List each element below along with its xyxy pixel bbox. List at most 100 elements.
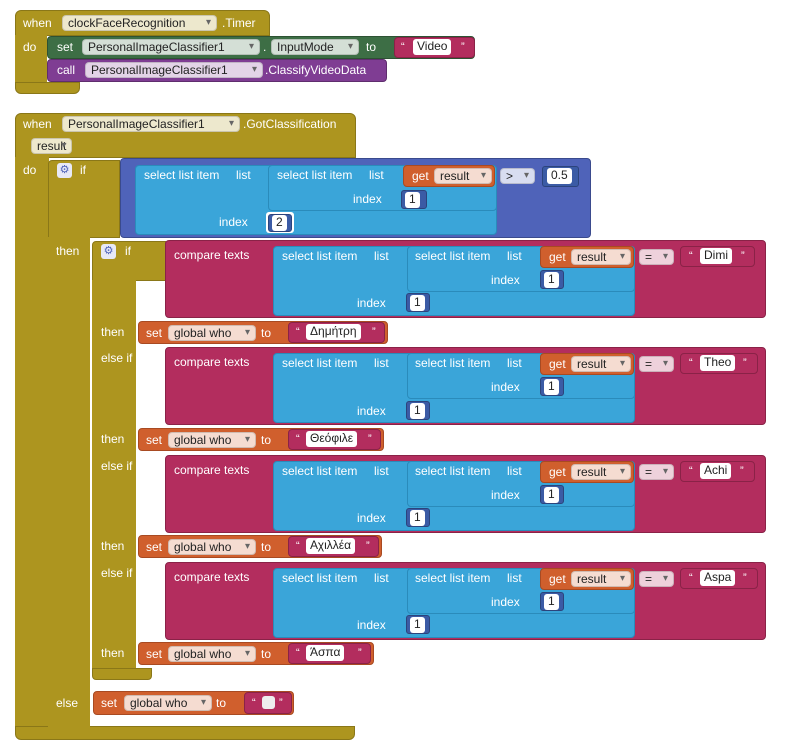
number-one-field[interactable]: 1 [410,295,425,311]
set-label: set [146,647,163,661]
timer-event-name: .Timer [222,16,256,30]
select-list-item-label: select list item [282,464,358,478]
then-label: then [56,244,80,258]
result-variable-dropdown[interactable]: result [571,571,631,587]
get-label: get [549,357,566,371]
number-one-field[interactable]: 1 [410,617,425,633]
compare-operator-dropdown[interactable]: > [500,168,535,184]
value-text-field[interactable]: Άσπα [306,645,345,661]
select-list-item-label: select list item [282,571,358,585]
else-if-label: else if [101,566,133,580]
gc-component-dropdown[interactable]: PersonalImageClassifier1 [62,116,240,132]
empty-text-field[interactable] [262,696,275,709]
value-text-field[interactable]: Θεόφιλε [306,431,358,447]
list-label: list [374,571,389,585]
name-text-field[interactable]: Achi [700,463,732,479]
inner-if-label: if [125,244,131,258]
to-label: to [261,326,272,340]
else-label: else [56,696,79,710]
open-quote-icon: “ [401,41,405,53]
gear-icon[interactable]: ⚙ [57,163,72,178]
result-variable-dropdown[interactable]: result [571,249,631,265]
equals-operator-dropdown[interactable]: = [639,464,674,480]
set-label: set [57,40,74,54]
equals-operator-dropdown[interactable]: = [639,356,674,372]
index-label: index [491,488,520,502]
global-who-dropdown[interactable]: global who [168,646,256,662]
compare-texts-label: compare texts [174,463,250,477]
open-quote-icon: “ [689,572,693,584]
video-text-field[interactable]: Video [413,39,452,55]
close-quote-icon: ” [279,697,283,709]
set-component-dropdown[interactable]: PersonalImageClassifier1 [82,39,260,55]
index-label: index [353,192,382,206]
global-who-dropdown[interactable]: global who [168,539,256,555]
result-param[interactable]: result [31,138,73,154]
gc-when-label: when [23,117,52,131]
open-quote-icon: “ [296,540,300,552]
timer-event-spine [15,35,47,83]
close-quote-icon: ” [368,433,372,445]
index-label: index [491,595,520,609]
threshold-field[interactable]: 0.5 [547,168,572,184]
result-variable-dropdown[interactable]: result [434,168,492,184]
then-label: then [101,432,125,446]
name-text-field[interactable]: Aspa [700,570,736,586]
close-quote-icon: ” [358,647,362,659]
open-quote-icon: “ [689,357,693,369]
select-list-item-label: select list item [282,356,358,370]
to-label: to [261,540,272,554]
gc-do-label: do [23,163,37,177]
get-label: get [549,465,566,479]
number-two-field[interactable]: 2 [272,215,287,231]
index-label: index [491,380,520,394]
gc-event-footer [15,726,355,740]
list-label: list [374,356,389,370]
result-variable-dropdown[interactable]: result [571,464,631,480]
compare-texts-label: compare texts [174,355,250,369]
get-label: get [549,250,566,264]
inner-if-spine [92,280,136,672]
number-one-field[interactable]: 1 [405,192,420,208]
index-label: index [491,273,520,287]
timer-component-dropdown[interactable]: clockFaceRecognition [62,15,217,31]
set-label: set [146,326,163,340]
equals-operator-dropdown[interactable]: = [639,249,674,265]
value-text-field[interactable]: Αχιλλέα [306,538,356,554]
global-who-dropdown[interactable]: global who [124,695,212,711]
list-label: list [507,571,522,585]
timer-event-footer [15,82,80,94]
result-variable-dropdown[interactable]: result [571,356,631,372]
list-label: list [507,249,522,263]
set-label: set [146,540,163,554]
then-label: then [101,646,125,660]
number-one-field[interactable]: 1 [410,403,425,419]
number-one-field[interactable]: 1 [410,510,425,526]
open-quote-icon: “ [252,697,256,709]
number-one-field[interactable]: 1 [544,487,559,503]
name-text-field[interactable]: Dimi [700,248,732,264]
list-label: list [374,464,389,478]
close-quote-icon: ” [366,540,370,552]
open-quote-icon: “ [689,465,693,477]
equals-operator-dropdown[interactable]: = [639,571,674,587]
select-list-item-block-inner[interactable] [407,246,635,292]
select-list-item-label: select list item [415,249,491,263]
global-who-dropdown[interactable]: global who [168,325,256,341]
to-label: to [366,40,377,54]
name-text-field[interactable]: Theo [700,355,736,371]
close-quote-icon: ” [741,250,745,262]
then-label: then [101,539,125,553]
call-component-dropdown[interactable]: PersonalImageClassifier1 [85,62,263,78]
gear-icon[interactable]: ⚙ [101,244,116,259]
number-one-field[interactable]: 1 [544,594,559,610]
value-text-field[interactable]: Δημήτρη [306,324,361,340]
to-label: to [261,433,272,447]
property-dropdown[interactable]: InputMode [271,39,359,55]
dot-separator: . [263,40,267,54]
compare-texts-label: compare texts [174,570,250,584]
number-one-field[interactable]: 1 [544,272,559,288]
to-label: to [261,647,272,661]
global-who-dropdown[interactable]: global who [168,432,256,448]
number-one-field[interactable]: 1 [544,379,559,395]
